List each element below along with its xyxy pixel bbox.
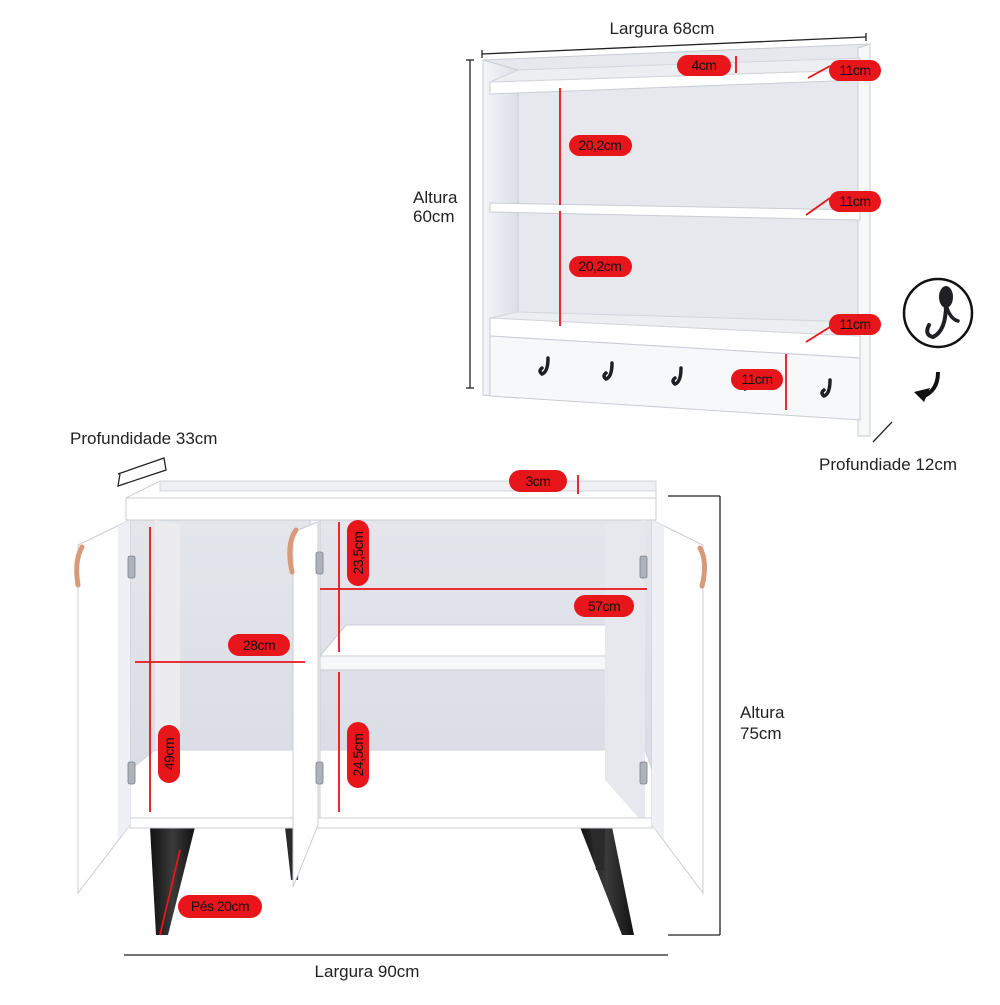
badge-cabinet-right-upper: 23,5cm (347, 520, 369, 586)
shelf-depth-label: Profundiade 12cm (819, 455, 957, 474)
badge-shelf-hook-rail: 11cm (731, 369, 783, 390)
cabinet-leg-right-front (580, 827, 634, 935)
badge-shelf-hook-rail-text: 11cm (741, 371, 772, 387)
badge-shelf-depth-3: 11cm (829, 314, 881, 335)
badge-cabinet-left-width-text: 28cm (243, 637, 275, 653)
badge-cabinet-right-upper-text: 23,5cm (350, 532, 366, 575)
curved-arrow-icon (914, 371, 940, 402)
badge-shelf-depth-3-text: 11cm (839, 316, 870, 332)
badge-shelf-depth-2: 11cm (829, 191, 881, 212)
hook-2 (602, 361, 614, 381)
badge-cabinet-right-lower-text: 24,5cm (350, 734, 366, 777)
badge-shelf-spacing-2: 20,2cm (569, 256, 632, 277)
shelf-right-side (857, 43, 871, 437)
shelf-badges: 4cm 20,2cm 20,2cm 11cm 11cm 11cm 11cm (569, 55, 881, 390)
cabinet-handle-middle (287, 527, 299, 575)
cabinet (74, 480, 708, 935)
cabinet-handle-right (697, 545, 708, 589)
hook-5 (820, 378, 832, 398)
badge-cabinet-left-height: 49cm (158, 725, 180, 783)
cabinet-leg-right-back (590, 827, 605, 870)
shelf-height-label-line1: Altura (413, 188, 458, 207)
badge-cabinet-right-lower: 24,5cm (347, 722, 369, 788)
cabinet-handle-left (74, 544, 85, 588)
cabinet-depth-label: Profundidade 33cm (70, 429, 217, 448)
badge-cabinet-left-height-text: 49cm (161, 738, 177, 770)
badge-shelf-depth-2-text: 11cm (839, 193, 870, 209)
shelf-dimension-lines (466, 33, 893, 443)
badge-cabinet-legs-text: Pés 20cm (191, 898, 249, 914)
badge-cabinet-right-width: 57cm (574, 595, 634, 617)
badge-shelf-top-lip-text: 4cm (692, 57, 717, 73)
cabinet-dimension-lines (117, 457, 721, 956)
coat-hook-icon (902, 277, 974, 349)
badge-shelf-spacing-2-text: 20,2cm (579, 258, 622, 274)
shelf-red-lines (559, 56, 831, 410)
shelf-width-label: Largura 68cm (610, 19, 715, 38)
badge-shelf-spacing-1: 20,2cm (569, 135, 632, 156)
hook-3 (671, 366, 683, 386)
badge-cabinet-top-lip-text: 3cm (526, 473, 551, 489)
cabinet-width-label: Largura 90cm (315, 962, 420, 981)
wall-shelf (482, 43, 871, 437)
cabinet-top-edge (125, 497, 657, 521)
badge-shelf-depth-1-text: 11cm (839, 62, 870, 78)
badge-cabinet-left-width: 28cm (228, 634, 290, 656)
badge-shelf-depth-1: 11cm (829, 60, 881, 81)
cabinet-plinth (129, 817, 653, 829)
badge-cabinet-legs: Pés 20cm (178, 895, 262, 918)
shelf-board-middle (489, 202, 861, 221)
hook-1 (538, 356, 550, 376)
shelf-height-label-line2: 60cm (413, 207, 455, 226)
badge-shelf-spacing-1-text: 20,2cm (579, 137, 622, 153)
cabinet-floor (129, 749, 653, 826)
cabinet-height-label-line1: Altura (740, 703, 785, 722)
cabinet-door-middle (292, 521, 319, 888)
cabinet-hinges (127, 551, 648, 785)
badge-cabinet-top-lip: 3cm (509, 470, 567, 492)
cabinet-red-lines (135, 475, 647, 936)
cabinet-badges: 3cm 28cm 57cm 49cm 23,5cm 24,5cm Pés 20c… (158, 470, 634, 918)
cabinet-height-label-line2: 75cm (740, 724, 782, 743)
badge-cabinet-right-width-text: 57cm (588, 598, 620, 614)
badge-shelf-top-lip: 4cm (677, 55, 731, 76)
